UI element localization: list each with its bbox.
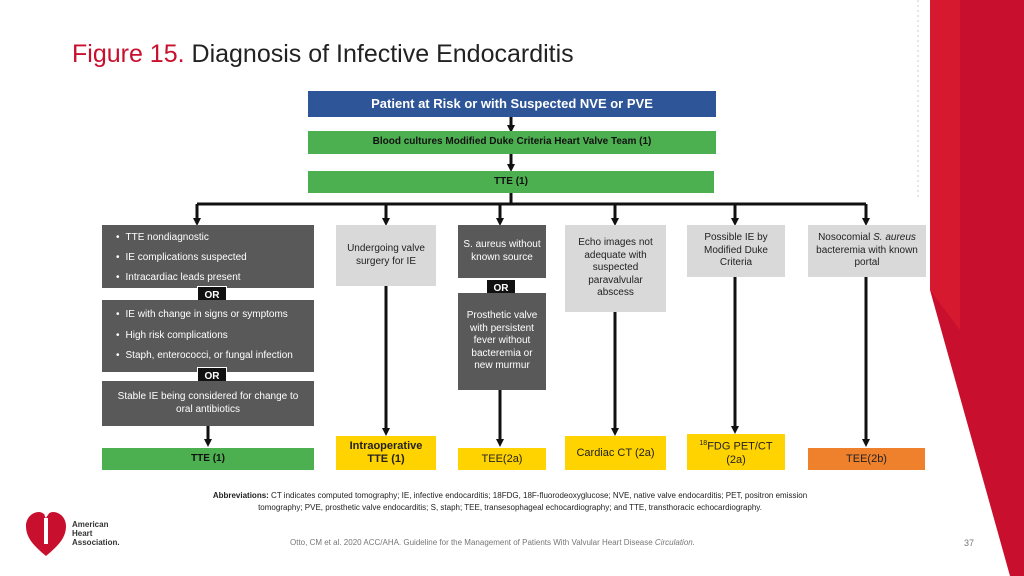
logo-line: Heart: [72, 529, 93, 538]
col1-list-a: TTE nondiagnostic IE complications suspe…: [116, 225, 306, 288]
col3-s-aureus: S. aureus without known source: [458, 225, 546, 278]
col1-list-b: IE with change in signs or symptoms High…: [116, 300, 306, 372]
list-item: Staph, enterococci, or fungal infection: [116, 350, 293, 363]
abbreviations-label: Abbreviations:: [212, 491, 269, 500]
list-item: High risk complications: [116, 330, 228, 343]
logo-text: American Heart Association.: [72, 520, 120, 547]
page-title: Figure 15. Diagnosis of Infective Endoca…: [72, 40, 574, 69]
col1-criteria-b: IE with change in signs or symptoms High…: [102, 300, 314, 372]
list-item: IE complications suspected: [116, 252, 247, 265]
col5-possible-ie: Possible IE by Modified Duke Criteria: [687, 225, 785, 277]
col1-criteria-a: TTE nondiagnostic IE complications suspe…: [102, 225, 314, 288]
col4-result: Cardiac CT (2a): [565, 436, 666, 470]
col6-nosocomial: Nosocomial S. aureus bacteremia with kno…: [808, 225, 926, 277]
col4-echo-images: Echo images not adequate with suspected …: [565, 225, 666, 312]
list-item: TTE nondiagnostic: [116, 232, 209, 245]
logo-line: American: [72, 520, 109, 529]
list-item: IE with change in signs or symptoms: [116, 309, 288, 322]
citation: Otto, CM et al. 2020 ACC/AHA. Guideline …: [290, 538, 695, 547]
heart-torch-icon: [26, 506, 66, 556]
col6-result: TEE(2b): [808, 448, 925, 470]
col1-result: TTE (1): [102, 448, 314, 470]
text-part-italic: S. aureus: [873, 232, 916, 244]
aha-logo: American Heart Association.: [24, 502, 134, 558]
abbreviations-text: CT indicates computed tomography; IE, in…: [258, 491, 808, 512]
col5-result: 18FDG PET/CT (2a): [687, 434, 785, 470]
page-number: 37: [964, 538, 975, 548]
figure-number: Figure 15.: [72, 40, 185, 68]
result-superscript: 18: [699, 440, 708, 448]
title-text: Diagnosis of Infective Endocarditis: [191, 40, 574, 68]
tte-box: TTE (1): [308, 171, 714, 193]
citation-text: Otto, CM et al. 2020 ACC/AHA. Guideline …: [290, 538, 655, 547]
abbreviations-note: Abbreviations: CT indicates computed tom…: [200, 490, 820, 514]
citation-journal: Circulation.: [654, 538, 695, 547]
patient-at-risk-box: Patient at Risk or with Suspected NVE or…: [308, 91, 716, 117]
decorative-corner: [917, 0, 1024, 576]
list-item: Intracardiac leads present: [116, 272, 241, 285]
result-text: FDG PET/CT (2a): [707, 440, 773, 466]
text-part: Nosocomial: [818, 232, 874, 244]
col3-result: TEE(2a): [458, 448, 546, 470]
text-part: bacteremia with known portal: [816, 244, 918, 269]
col3-prosthetic-valve: Prosthetic valve with persistent fever w…: [458, 293, 546, 390]
col2-valve-surgery: Undergoing valve surgery for IE: [336, 225, 436, 286]
col2-result: Intraoperative TTE (1): [336, 436, 436, 470]
blood-cultures-box: Blood cultures Modified Duke Criteria He…: [308, 131, 716, 154]
col1-stable-ie: Stable IE being considered for change to…: [102, 381, 314, 426]
logo-line: Association.: [72, 538, 120, 547]
